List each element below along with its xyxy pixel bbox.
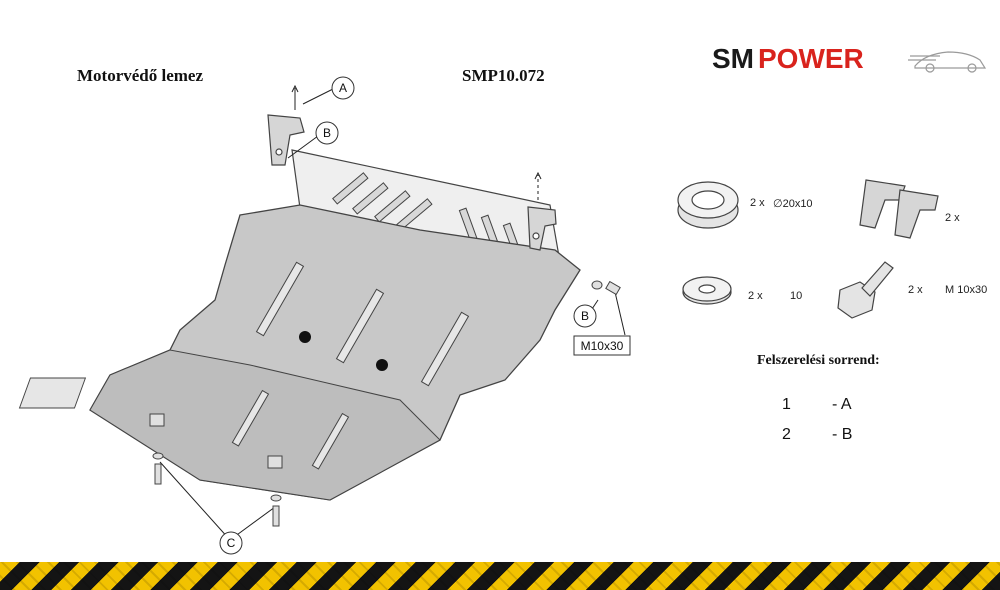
assembly-step-number: 1 — [782, 396, 791, 413]
bracket-quantity: 2 x — [945, 212, 960, 224]
bolt-icon — [837, 261, 894, 319]
assembly-step-number: 2 — [782, 426, 791, 443]
bolt-size: M 10x30 — [945, 284, 988, 296]
bracket-top-left — [267, 114, 305, 166]
washer-quantity: 2 x — [748, 290, 763, 302]
svg-text:A: A — [339, 81, 347, 95]
ring-quantity: 2 x — [750, 197, 765, 209]
hazard-stripe-footer — [0, 562, 1000, 590]
logo-text-sm: SM — [712, 43, 754, 74]
svg-text:C: C — [227, 536, 236, 550]
callout-a: A — [331, 76, 355, 100]
logo-car-icon — [908, 51, 987, 73]
washer-icon — [682, 276, 732, 305]
bracket-pair-icon — [859, 179, 939, 239]
callout-c: C — [219, 531, 243, 555]
assembly-step-value: - A — [832, 396, 852, 413]
callout-b-right: B — [573, 304, 597, 328]
skid-plate — [18, 204, 581, 501]
callout-bolt-size: M10x30 — [573, 335, 631, 356]
fasteners — [149, 280, 621, 527]
smpower-logo: SM POWER — [712, 43, 987, 74]
assembly-diagram: A B B C M10x30 — [18, 76, 939, 555]
washer-size: 10 — [790, 290, 803, 302]
product-code: SMP10.072 — [462, 66, 545, 85]
svg-text:B: B — [323, 126, 331, 140]
bolt-quantity: 2 x — [908, 284, 923, 296]
logo-text-power: POWER — [758, 43, 864, 74]
svg-text:B: B — [581, 309, 589, 323]
svg-text:M10x30: M10x30 — [581, 339, 624, 353]
callout-b-top: B — [315, 121, 339, 145]
assembly-order-title: Felszerelési sorrend: — [757, 353, 880, 368]
ring-spacer-icon — [677, 181, 739, 229]
bracket-right — [527, 206, 557, 251]
assembly-step-value: - B — [832, 426, 853, 443]
ring-size: ∅20x10 — [773, 198, 813, 210]
product-title: Motorvédő lemez — [77, 66, 204, 85]
